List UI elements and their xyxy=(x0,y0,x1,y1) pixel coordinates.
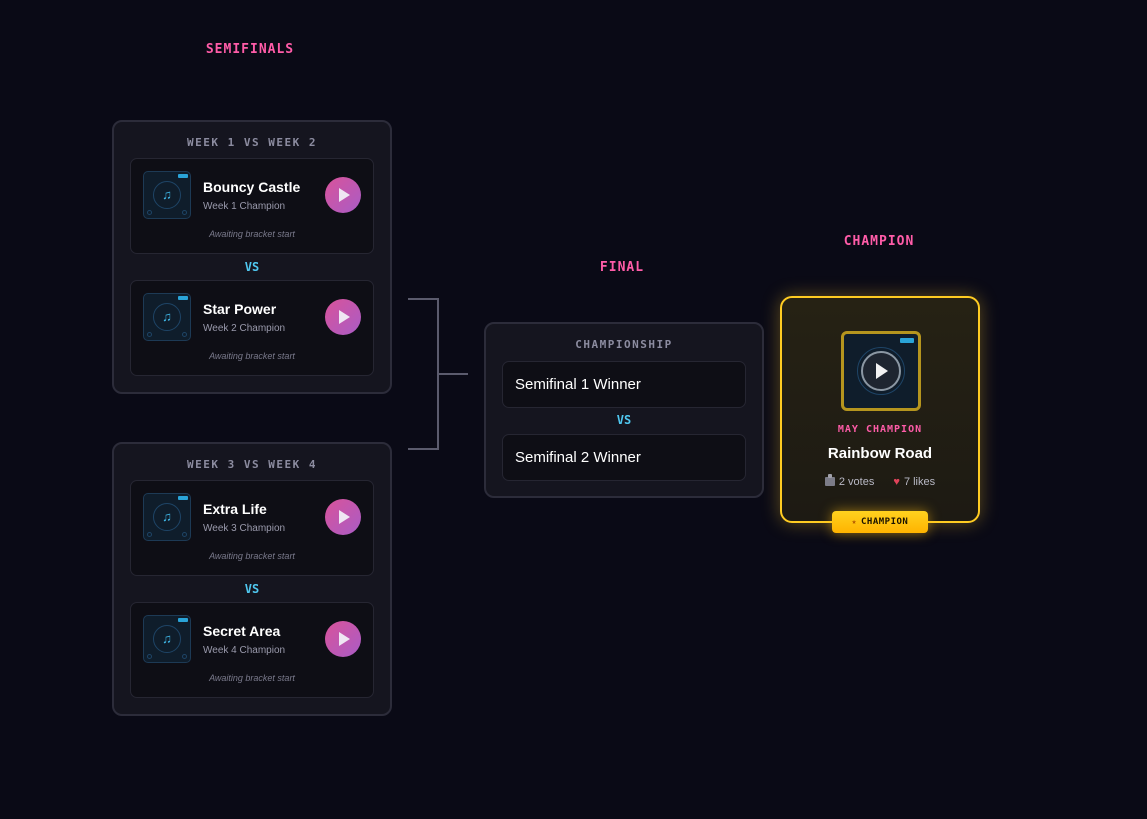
track-status: Awaiting bracket start xyxy=(209,673,295,683)
track-name: Secret Area xyxy=(203,623,281,639)
semifinal-1-winner-slot: Semifinal 1 Winner xyxy=(502,361,746,408)
final-heading: FINAL xyxy=(599,260,645,275)
play-button[interactable] xyxy=(325,621,361,657)
track-status: Awaiting bracket start xyxy=(209,229,295,239)
track-art: ♫ xyxy=(143,493,191,541)
votes-count: 2 votes xyxy=(838,476,875,488)
play-button[interactable] xyxy=(325,299,361,335)
championship-title: CHAMPIONSHIP xyxy=(575,338,673,351)
track-name: Extra Life xyxy=(203,501,267,517)
track-subtitle: Week 4 Champion xyxy=(203,645,286,656)
track-status: Awaiting bracket start xyxy=(209,351,295,361)
play-button[interactable] xyxy=(325,499,361,535)
trophy-icon: ★ xyxy=(851,517,857,526)
play-icon xyxy=(339,310,350,324)
play-icon xyxy=(876,363,888,379)
play-icon xyxy=(339,188,350,202)
music-note-icon: ♫ xyxy=(162,309,172,324)
play-button[interactable] xyxy=(325,177,361,213)
champion-play-button[interactable] xyxy=(861,351,901,391)
vs-label: VS xyxy=(244,582,260,596)
champion-heading: CHAMPION xyxy=(843,234,915,249)
champion-stats: 2 votes ♥7 likes xyxy=(782,474,978,488)
semifinals-heading: SEMIFINALS xyxy=(205,42,295,57)
play-icon xyxy=(339,510,350,524)
champion-track-name: Rainbow Road xyxy=(827,445,933,462)
track-art: ♫ xyxy=(143,293,191,341)
ballot-box-icon xyxy=(824,474,835,486)
track-name: Bouncy Castle xyxy=(203,179,301,195)
votes-stat: 2 votes xyxy=(824,474,875,488)
vs-label: VS xyxy=(616,413,632,427)
champion-month-label: MAY CHAMPION xyxy=(837,424,923,435)
champion-card[interactable]: MAY CHAMPION Rainbow Road 2 votes ♥7 lik… xyxy=(780,296,980,523)
semifinal-2-title: WEEK 3 VS WEEK 4 xyxy=(187,458,317,471)
track-card-bouncy-castle[interactable]: ♫ Bouncy Castle Week 1 Champion Awaiting… xyxy=(130,158,374,254)
semifinal-1-title: WEEK 1 VS WEEK 2 xyxy=(187,136,317,149)
champion-badge: ★CHAMPION xyxy=(832,511,928,533)
track-card-extra-life[interactable]: ♫ Extra Life Week 3 Champion Awaiting br… xyxy=(130,480,374,576)
championship-match: CHAMPIONSHIP Semifinal 1 Winner VS Semif… xyxy=(484,322,764,498)
track-art: ♫ xyxy=(143,171,191,219)
track-subtitle: Week 2 Champion xyxy=(203,323,286,334)
heart-icon: ♥ xyxy=(893,476,900,488)
music-note-icon: ♫ xyxy=(162,187,172,202)
track-status: Awaiting bracket start xyxy=(209,551,295,561)
likes-count: 7 likes xyxy=(903,476,936,488)
track-name: Star Power xyxy=(203,301,277,317)
likes-stat: ♥7 likes xyxy=(893,476,935,488)
track-card-secret-area[interactable]: ♫ Secret Area Week 4 Champion Awaiting b… xyxy=(130,602,374,698)
semifinal-2-winner-slot: Semifinal 2 Winner xyxy=(502,434,746,481)
music-note-icon: ♫ xyxy=(162,631,172,646)
vs-label: VS xyxy=(244,260,260,274)
track-subtitle: Week 1 Champion xyxy=(203,201,286,212)
play-icon xyxy=(339,632,350,646)
track-subtitle: Week 3 Champion xyxy=(203,523,286,534)
music-note-icon: ♫ xyxy=(162,509,172,524)
semifinal-2-match: WEEK 3 VS WEEK 4 ♫ Extra Life Week 3 Cha… xyxy=(112,442,392,716)
champion-badge-label: CHAMPION xyxy=(860,517,909,527)
semifinal-1-match: WEEK 1 VS WEEK 2 ♫ Bouncy Castle Week 1 … xyxy=(112,120,392,394)
track-art: ♫ xyxy=(143,615,191,663)
champion-track-art xyxy=(841,331,921,411)
track-card-star-power[interactable]: ♫ Star Power Week 2 Champion Awaiting br… xyxy=(130,280,374,376)
